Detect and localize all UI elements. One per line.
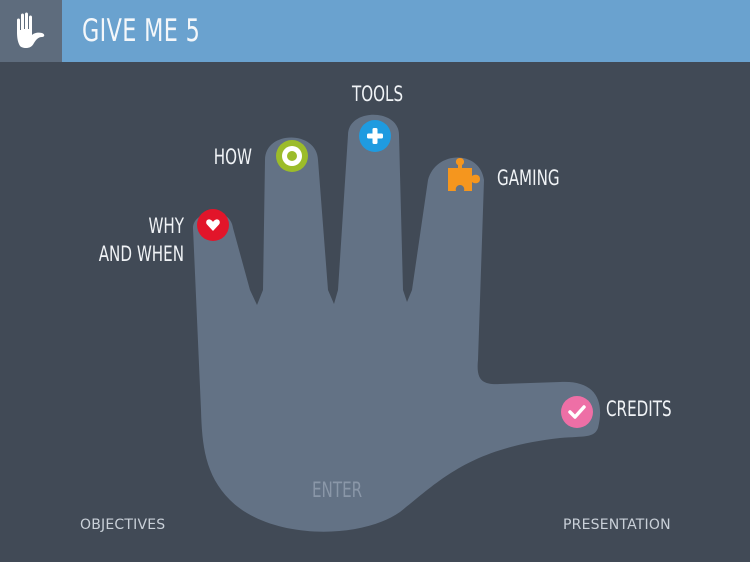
presentation-link[interactable]: PRESENTATION	[563, 517, 671, 533]
tools-label[interactable]: TOOLS	[352, 82, 404, 106]
heart-icon[interactable]	[197, 209, 229, 241]
puzzle-icon[interactable]	[446, 158, 484, 194]
enter-button[interactable]: ENTER	[312, 478, 363, 502]
hand-palm[interactable]	[193, 114, 601, 532]
gaming-label[interactable]: GAMING	[497, 166, 560, 190]
target-icon[interactable]	[276, 140, 308, 172]
and-when-label[interactable]: AND WHEN	[98, 242, 184, 266]
app-header: GIVE ME 5	[0, 0, 750, 62]
credits-label[interactable]: CREDITS	[606, 397, 672, 421]
app-title: GIVE ME 5	[82, 13, 201, 49]
hand-icon	[17, 12, 45, 48]
check-icon[interactable]	[561, 396, 593, 428]
logo[interactable]	[0, 0, 62, 62]
objectives-link[interactable]: OBJECTIVES	[80, 517, 166, 533]
why-label[interactable]: WHY	[148, 214, 184, 238]
how-label[interactable]: HOW	[213, 145, 252, 169]
plus-icon[interactable]	[359, 120, 391, 152]
